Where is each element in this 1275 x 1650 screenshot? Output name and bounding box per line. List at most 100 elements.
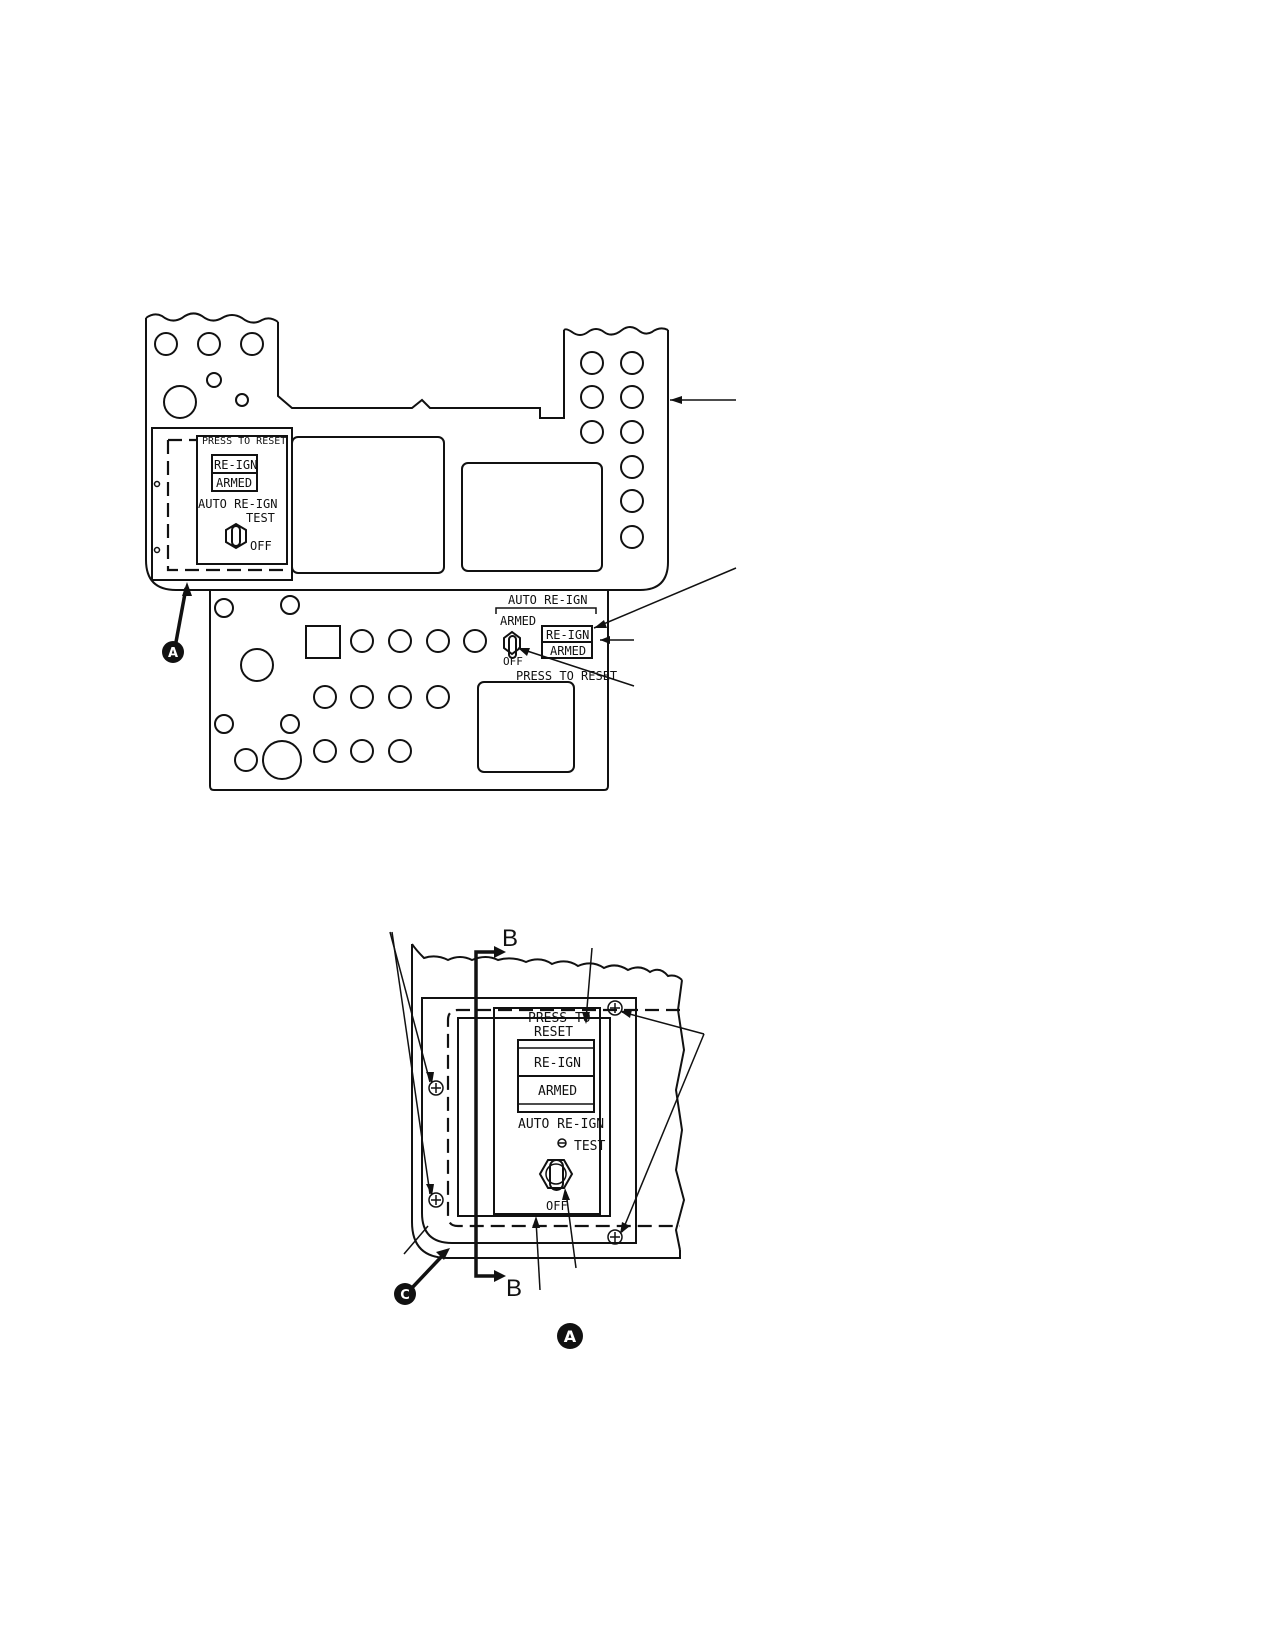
inset-screw [153,546,161,554]
detail-view: PRESS TO RESET RE-IGN ARMED AUTO RE-IGN … [389,925,705,1349]
callout-a-arrow [182,582,192,596]
upper-panel: PRESS TO RESET RE-IGN ARMED AUTO RE-IGN … [145,312,737,791]
upper-panel-outline [145,312,669,591]
panel-hole [313,739,337,763]
leader-arrow [426,1072,434,1084]
detail-inner-plate [457,1017,611,1217]
panel-hole [280,714,300,734]
panel-hole [463,629,487,653]
inset-test: TEST [246,511,275,525]
section-b-line [474,950,498,1278]
section-b-arrow-bottom [494,1270,506,1282]
panel-hole [388,629,412,653]
panel-hole [214,714,234,734]
leader-arrow [582,1012,590,1024]
panel-hole [206,372,222,388]
detail-switch-face [493,1007,601,1215]
inset-toggle-switch-icon [225,522,247,550]
panel-hole [235,393,249,407]
panel-hole [154,332,178,356]
leader-line [621,1011,705,1035]
leader-line [565,1191,577,1269]
detail-title-label: A [564,1327,577,1346]
detail-auto-re-ign: AUTO RE-IGN [518,1117,604,1132]
inset-box [151,427,293,581]
callout-c-label: C [400,1288,410,1303]
detail-off: OFF [546,1199,568,1213]
panel-hole [620,455,644,479]
panel-hole [313,685,337,709]
lower-armed-switch-label: ARMED [500,614,536,628]
inset-armed-text: ARMED [216,476,252,490]
inset-press-to-reset: PRESS TO RESET [202,436,286,447]
lower-armed-legend [541,641,593,659]
lower-auto-re-ign: AUTO RE-IGN [508,593,587,607]
panel-hole [388,739,412,763]
leader-arrow [620,1010,632,1018]
leader-arrow [594,620,607,628]
display-cutout [291,436,445,574]
screw-icon [607,1229,623,1245]
inset-screw [153,480,161,488]
section-b-arrow-top [494,946,506,958]
panel-hole [426,629,450,653]
section-b-label-bottom: B [506,1275,522,1302]
callout-c-arrow [436,1248,450,1260]
callout-a-badge [162,641,184,663]
leader-arrow [562,1188,570,1200]
screw-icon [428,1192,444,1208]
display-cutout [477,681,575,773]
lower-panel-outline [209,590,609,791]
leader-line [517,647,635,687]
panel-hole [240,648,274,682]
leader-line [403,1225,429,1255]
panel-hole [197,332,221,356]
panel-hole [350,685,374,709]
panel-hole [234,748,258,772]
panel-hole [262,740,302,780]
leader-line [391,931,431,1195]
panel-hole [620,525,644,549]
leader-line [389,931,431,1083]
inset-dashed-outline [166,440,290,572]
detail-reset: RESET [534,1025,573,1040]
inset-switch-plate [196,435,288,565]
callout-a-label: A [168,646,178,661]
detail-toggle-switch-icon [538,1159,574,1191]
panel-hole [280,595,300,615]
screw-icon [428,1080,444,1096]
callout-c-badge [394,1283,416,1305]
detail-press-to: PRESS TO [528,1011,591,1026]
detail-dashed-cutout [446,1008,680,1228]
auto-re-ign-bracket [495,607,597,614]
section-b-label-top: B [502,925,518,952]
leader-arrow [600,636,610,644]
panel-hole [580,351,604,375]
lower-off: OFF [503,655,523,668]
detail-armed-text: ARMED [538,1084,577,1099]
leader-line [621,1033,705,1233]
detail-title-badge [557,1323,583,1349]
square-cutout [305,625,341,659]
panel-hole [350,629,374,653]
leader-line [593,567,737,629]
detail-bezel [421,997,637,1244]
leader-line [585,947,593,1021]
panel-hole [580,420,604,444]
leader-arrow [620,1222,630,1234]
panel-hole [214,598,234,618]
inset-armed-legend [211,472,258,492]
leader-arrow [426,1184,434,1196]
leader-arrow [532,1216,540,1228]
lower-re-ign-text: RE-IGN [546,628,589,642]
panel-hole [580,385,604,409]
leader-arrow [670,396,682,404]
callout-a-leader [174,587,188,643]
panel-hole [388,685,412,709]
panel-hole [620,420,644,444]
panel-hole [620,489,644,513]
panel-hole [163,385,197,419]
detail-screw-small-icon [557,1138,567,1148]
lower-armed-text: ARMED [550,644,586,658]
detail-test: TEST [574,1139,605,1154]
